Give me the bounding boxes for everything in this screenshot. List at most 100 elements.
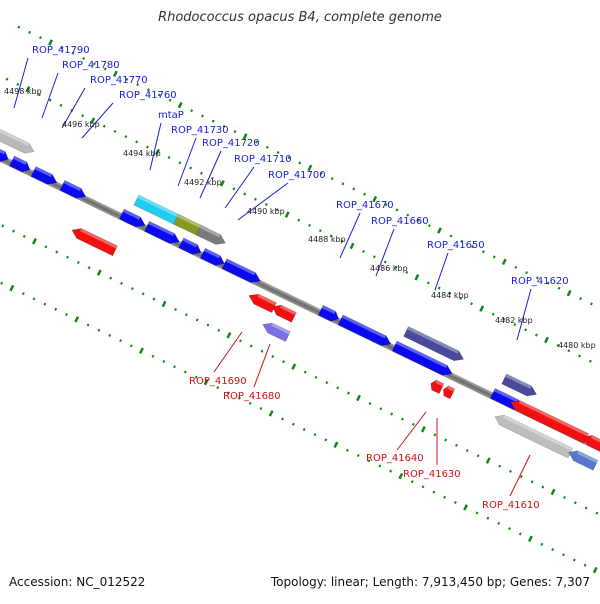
tick-dot [178, 102, 183, 108]
gene-arrow [196, 225, 228, 248]
gene-label-forward: ROP_41700 [268, 170, 326, 181]
tick-dot [304, 371, 307, 374]
gene-label-forward: ROP_41620 [511, 276, 569, 287]
leader-line [435, 253, 448, 290]
tick-dot [373, 255, 376, 258]
tick-dot [265, 203, 268, 206]
gene-ROP_41630 [441, 385, 455, 399]
tick-dot [479, 305, 484, 311]
tick-dot [142, 292, 145, 295]
tick-dot [596, 512, 599, 515]
gene-label-reverse: ROP_41690 [189, 376, 247, 387]
tick-dot [584, 564, 587, 567]
tick-dot [528, 536, 533, 542]
tick-dot [437, 227, 442, 233]
tick-dot [109, 277, 112, 280]
tick-dot [135, 140, 138, 143]
tick-dot [585, 506, 588, 509]
tick-dot [217, 329, 220, 332]
leader-line [42, 73, 58, 118]
tick-dot [514, 266, 517, 269]
gene-labels: ROP_41790ROP_41780ROP_41770ROP_41760mtaP… [32, 45, 569, 511]
tick-dot [544, 337, 549, 343]
tick-dot [174, 308, 177, 311]
tick-dot [185, 313, 188, 316]
tick-dot [119, 339, 122, 342]
gene-ROP_41680b [260, 319, 290, 341]
tick-dot [427, 281, 430, 284]
tick-dot [562, 553, 565, 556]
tick-dot [207, 324, 210, 327]
tick-dot [433, 433, 436, 436]
tick-dot [578, 354, 581, 357]
tick-label: 4496 kbp [62, 120, 100, 129]
gene-label-forward: ROP_41670 [336, 200, 394, 211]
tick-dot [519, 532, 522, 535]
backbone-bar [0, 137, 600, 491]
gene-label-reverse: ROP_41640 [366, 453, 424, 464]
tick-dot [541, 486, 544, 489]
tick-dot [347, 392, 350, 395]
tick-dot [233, 130, 236, 133]
tick-dot [438, 287, 441, 290]
tick-dot [315, 376, 318, 379]
tick-dot [589, 360, 592, 363]
tick-dot [16, 83, 19, 86]
gene-ROP_41710 [196, 225, 228, 248]
gene-ROP_41640 [428, 378, 444, 393]
gene-ROP_41790 [0, 122, 37, 157]
tick-dot [493, 255, 496, 258]
tick-dot [88, 266, 91, 269]
tick-dot [357, 454, 360, 457]
tick-dot [298, 161, 301, 164]
tick-dot [291, 363, 296, 369]
backbone [0, 137, 600, 491]
tick-dot [563, 496, 566, 499]
tick-dot [454, 501, 457, 504]
tick-dot [297, 219, 300, 222]
tick-label: 4494 kbp [123, 149, 161, 158]
tick-dot [378, 464, 381, 467]
tick-dot [239, 339, 242, 342]
tick-dot [579, 297, 582, 300]
gene-label-forward: ROP_41660 [371, 216, 429, 227]
tick-dot [232, 187, 235, 190]
gene-label-forward: ROP_41650 [427, 240, 485, 251]
tick-dot [497, 522, 500, 525]
tick-dot [97, 269, 102, 275]
gene-label-forward: ROP_41710 [234, 154, 292, 165]
tick-dot [39, 36, 42, 39]
tick-dot [336, 386, 339, 389]
tick-dot [261, 350, 264, 353]
tick-dot [60, 104, 63, 107]
tick-dot [152, 355, 155, 358]
leader-line [517, 289, 531, 340]
gene-label-forward: ROP_41760 [119, 90, 177, 101]
tick-dot [162, 360, 165, 363]
tick-dot [124, 135, 127, 138]
tick-dot [314, 433, 317, 436]
tick-dot [379, 407, 382, 410]
tick-label: 4492 kbp [184, 178, 222, 187]
tick-dot [411, 480, 414, 483]
tick-dot [334, 442, 339, 448]
tick-dot [422, 485, 425, 488]
tick-dot [43, 303, 46, 306]
tick-dot [319, 229, 322, 232]
tick-dot [389, 470, 392, 473]
tick-dot [363, 193, 366, 196]
tick-dot [498, 465, 501, 468]
tick-dot [249, 402, 252, 405]
tick-dot [243, 193, 246, 196]
tick-dot [97, 329, 100, 332]
tick-dot [168, 156, 171, 159]
tick-dot [130, 344, 133, 347]
tick-dot [200, 172, 203, 175]
tick-dot [120, 282, 123, 285]
tick-dot [1, 224, 4, 227]
tick-dot [178, 161, 181, 164]
tick-dot [0, 282, 3, 285]
tick-dot [574, 501, 577, 504]
tick-dot [266, 146, 269, 149]
